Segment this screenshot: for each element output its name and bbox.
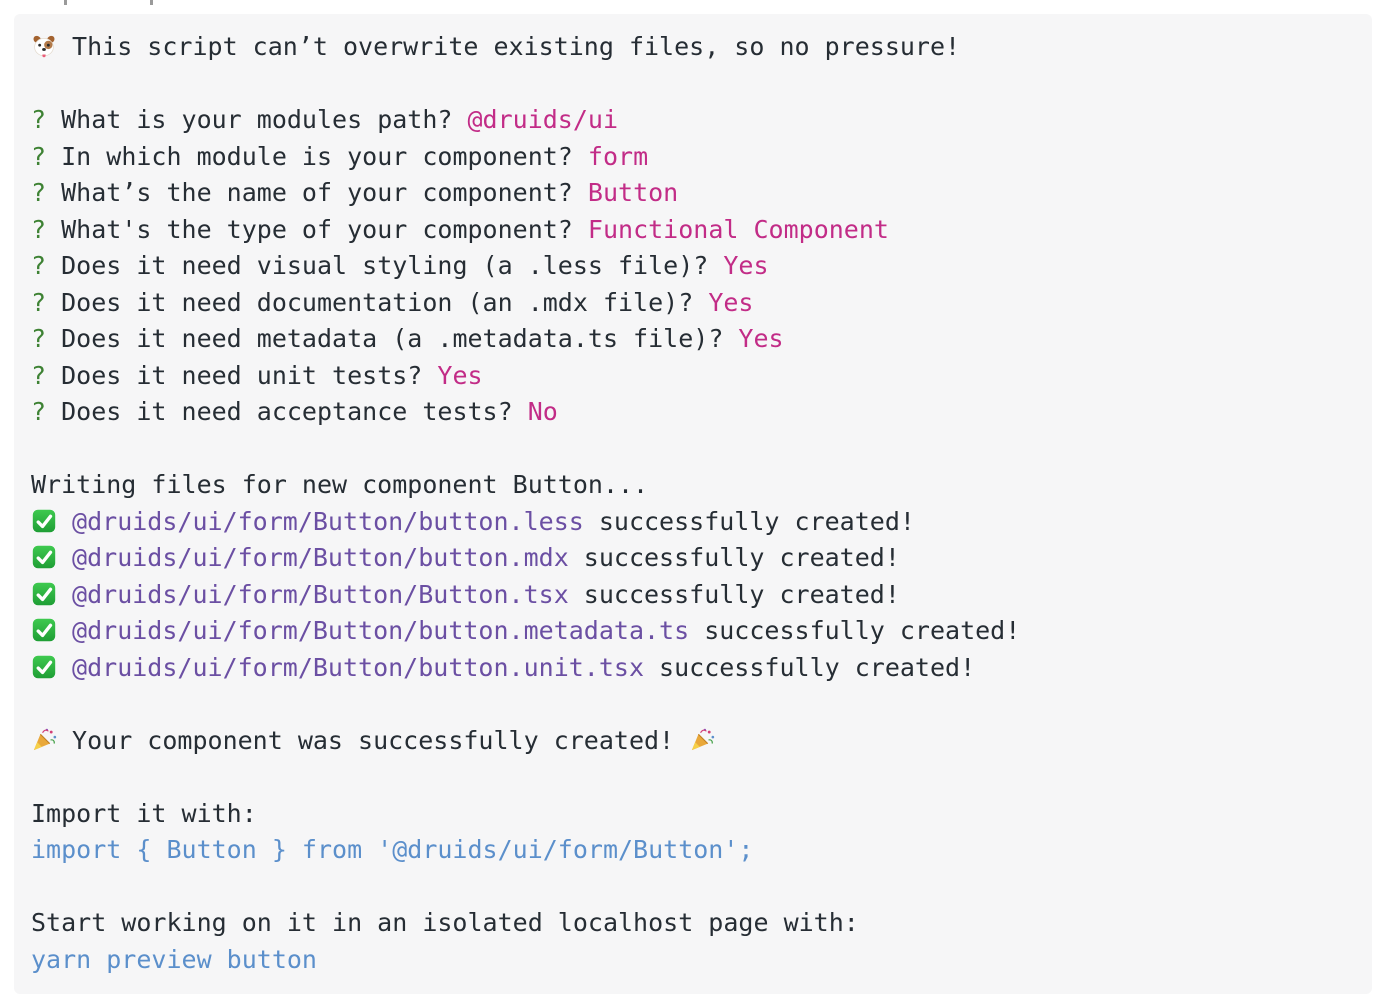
file-path: @druids/ui/form/Button/Button.tsx [57,579,569,609]
terminal-line [31,759,1356,796]
check-icon [31,581,57,607]
prompt-mark: ? [31,397,47,426]
terminal-line: ? Does it need visual styling (a .less f… [31,248,1356,285]
question-text: What is your modules path? [46,105,468,134]
question-text: Does it need unit tests? [46,360,438,390]
terminal-line: ? What's the type of your component? Fun… [31,212,1356,249]
status-text: successfully created! [568,579,900,609]
question-text: Does it need acceptance tests? [46,397,528,426]
terminal-line [31,869,1356,906]
dog-icon [31,33,57,59]
status-text: Writing files for new component Button..… [31,470,649,499]
file-path: @druids/ui/form/Button/button.less [57,506,584,536]
party-icon [31,727,57,753]
question-text: Does it need documentation (an .mdx file… [46,287,709,317]
terminal-line: ? What is your modules path? @druids/ui [31,102,1356,139]
prompt-mark: ? [31,251,47,280]
answer-text: Yes [708,287,754,317]
message-text: Start working on it in an isolated local… [31,908,859,937]
check-icon [31,544,57,570]
code-text: yarn preview button [31,944,317,974]
question-text: In which module is your component? [46,141,588,171]
prompt-mark: ? [31,178,47,207]
prompt-mark: ? [31,141,47,171]
prompt-mark: ? [31,287,47,317]
terminal-line: ? Does it need metadata (a .metadata.ts … [31,321,1356,358]
check-icon [31,508,57,534]
question-text: Does it need visual styling (a .less fil… [46,251,724,280]
terminal-line: ? What’s the name of your component? But… [31,175,1356,212]
check-icon [31,617,57,643]
status-text: successfully created! [568,543,900,572]
file-path: @druids/ui/form/Button/button.mdx [57,543,569,572]
party-icon [689,727,715,753]
terminal-line: @druids/ui/form/Button/Button.tsx succes… [31,577,1356,614]
file-path: @druids/ui/form/Button/button.unit.tsx [57,652,644,682]
message-text: Import it with: [31,798,257,828]
terminal-line: @druids/ui/form/Button/button.less succe… [31,504,1356,541]
terminal-line: yarn preview button [31,942,1356,979]
code-text: import { Button } from '@druids/ui/form/… [31,835,754,864]
terminal-line: This script can’t overwrite existing fil… [31,29,1356,66]
clipped-glyph-descender [150,0,153,5]
answer-text: No [527,397,558,426]
prompt-mark: ? [31,360,47,390]
terminal-line: Import it with: [31,796,1356,833]
terminal-line: ? Does it need documentation (an .mdx fi… [31,285,1356,322]
check-icon [31,654,57,680]
terminal-line: import { Button } from '@druids/ui/form/… [31,832,1356,869]
clipped-glyph-descender [64,0,67,5]
terminal-line: ? Does it need acceptance tests? No [31,394,1356,431]
terminal-line: ? In which module is your component? for… [31,139,1356,176]
terminal-line: ? Does it need unit tests? Yes [31,358,1356,395]
terminal-lines: This script can’t overwrite existing fil… [31,29,1356,978]
terminal-line [31,686,1356,723]
answer-text: @druids/ui [467,105,619,134]
terminal-line: Start working on it in an isolated local… [31,905,1356,942]
answer-text: Functional Component [587,214,889,244]
terminal-line [31,431,1356,468]
terminal-line: @druids/ui/form/Button/button.unit.tsx s… [31,650,1356,687]
message-text: This script can’t overwrite existing fil… [57,32,961,61]
prompt-mark: ? [31,214,47,244]
terminal-line: Writing files for new component Button..… [31,467,1356,504]
answer-text: Yes [738,324,784,353]
status-text: successfully created! [644,652,976,682]
file-path: @druids/ui/form/Button/button.metadata.t… [57,616,690,645]
answer-text: Button [587,178,679,207]
answer-text: Yes [437,360,483,390]
status-text: successfully created! [689,616,1021,645]
clipped-previous-line [0,0,1386,5]
message-text: Your component was successfully created! [57,725,690,755]
answer-text: form [587,141,649,171]
status-text: successfully created! [583,506,915,536]
question-text: Does it need metadata (a .metadata.ts fi… [46,324,739,353]
question-text: What’s the name of your component? [46,178,588,207]
terminal-line: @druids/ui/form/Button/button.mdx succes… [31,540,1356,577]
terminal-line: Your component was successfully created! [31,723,1356,760]
question-text: What's the type of your component? [46,214,588,244]
terminal-line [31,66,1356,103]
prompt-mark: ? [31,324,47,353]
answer-text: Yes [723,251,769,280]
prompt-mark: ? [31,105,47,134]
terminal-output-block: This script can’t overwrite existing fil… [14,14,1372,994]
terminal-line: @druids/ui/form/Button/button.metadata.t… [31,613,1356,650]
